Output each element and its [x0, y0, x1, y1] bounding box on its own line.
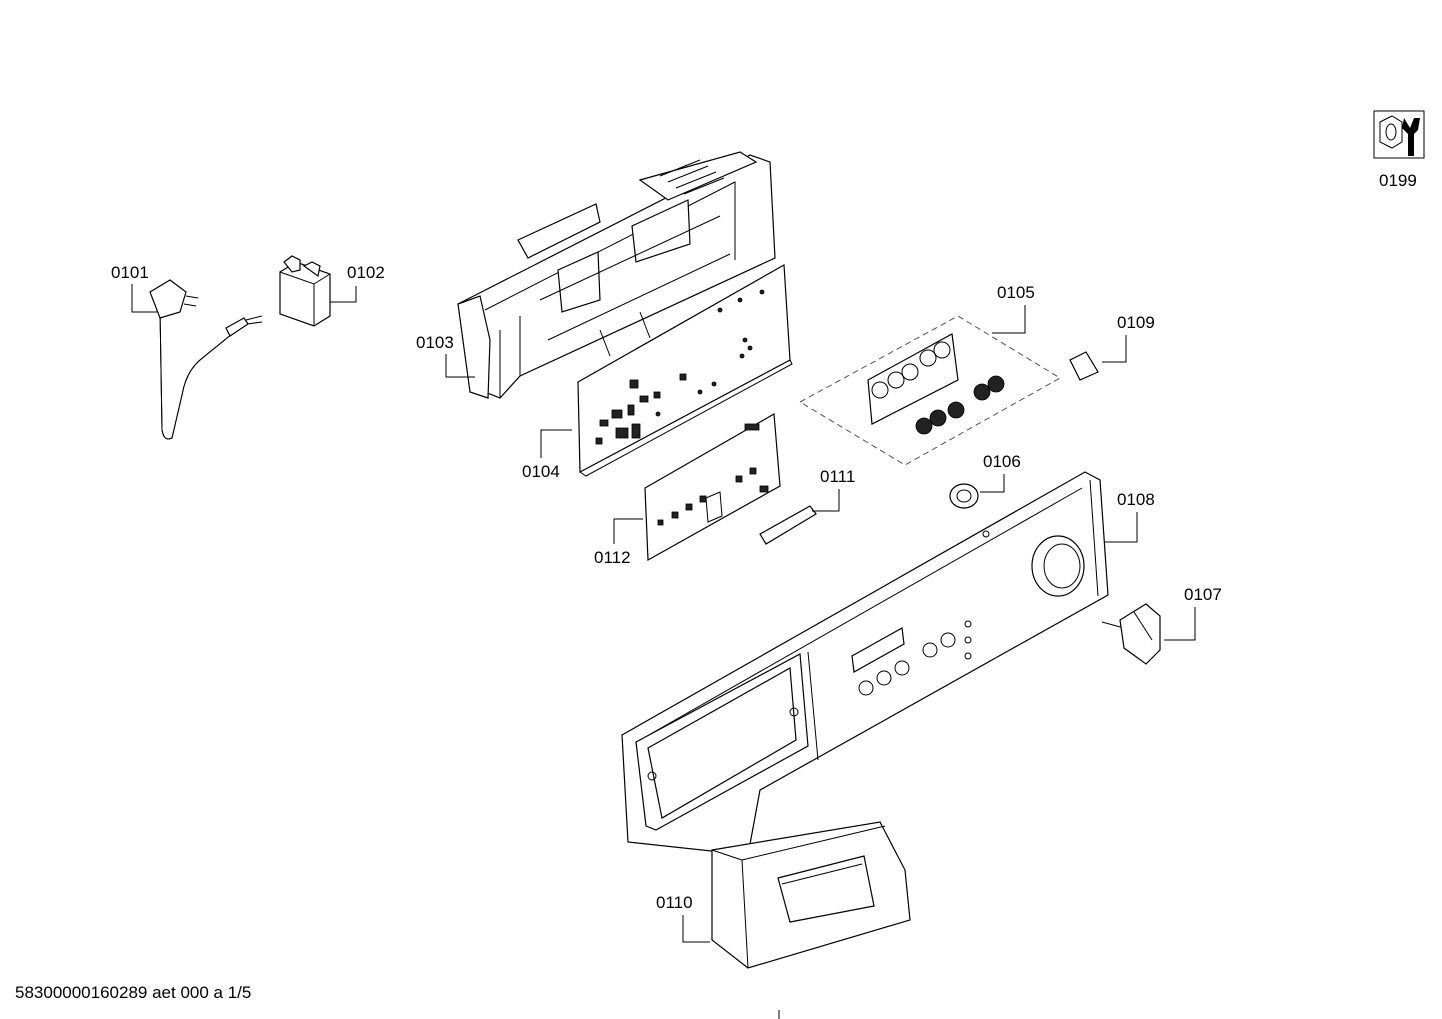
operating-module-drawing: [798, 315, 1061, 466]
clip-drawing: [1069, 351, 1099, 381]
label-0101: 0101: [111, 263, 149, 282]
label-0111: 0111: [820, 467, 855, 486]
label-0105: 0105: [997, 283, 1035, 302]
leader-lines: [131, 284, 1196, 1019]
document-number: 58300000160289 aet 000 a 1/5: [15, 983, 251, 1002]
label-0102: 0102: [347, 263, 385, 282]
button-insert-drawing: [949, 483, 979, 509]
label-0199: 0199: [1379, 171, 1417, 190]
drawer-handle-drawing: [711, 821, 911, 969]
label-0103: 0103: [416, 333, 454, 352]
wrench-nut-icon: [1373, 110, 1425, 159]
label-0107: 0107: [1184, 585, 1222, 604]
window-lens-drawing: [759, 505, 817, 545]
label-0110: 0110: [656, 893, 693, 912]
label-0104: 0104: [522, 462, 560, 481]
label-0109: 0109: [1117, 313, 1155, 332]
housing-drawing: [457, 151, 776, 399]
program-knob-drawing: [1101, 603, 1161, 665]
label-0106: 0106: [983, 452, 1021, 471]
main-pcb-drawing: [577, 264, 793, 477]
fascia-panel-drawing: [621, 471, 1109, 856]
label-0108: 0108: [1117, 490, 1155, 509]
suppressor-drawing: [279, 255, 331, 327]
display-pcb-drawing: [644, 413, 781, 562]
label-0112: 0112: [594, 548, 631, 567]
power-cord-drawing: [149, 279, 263, 440]
